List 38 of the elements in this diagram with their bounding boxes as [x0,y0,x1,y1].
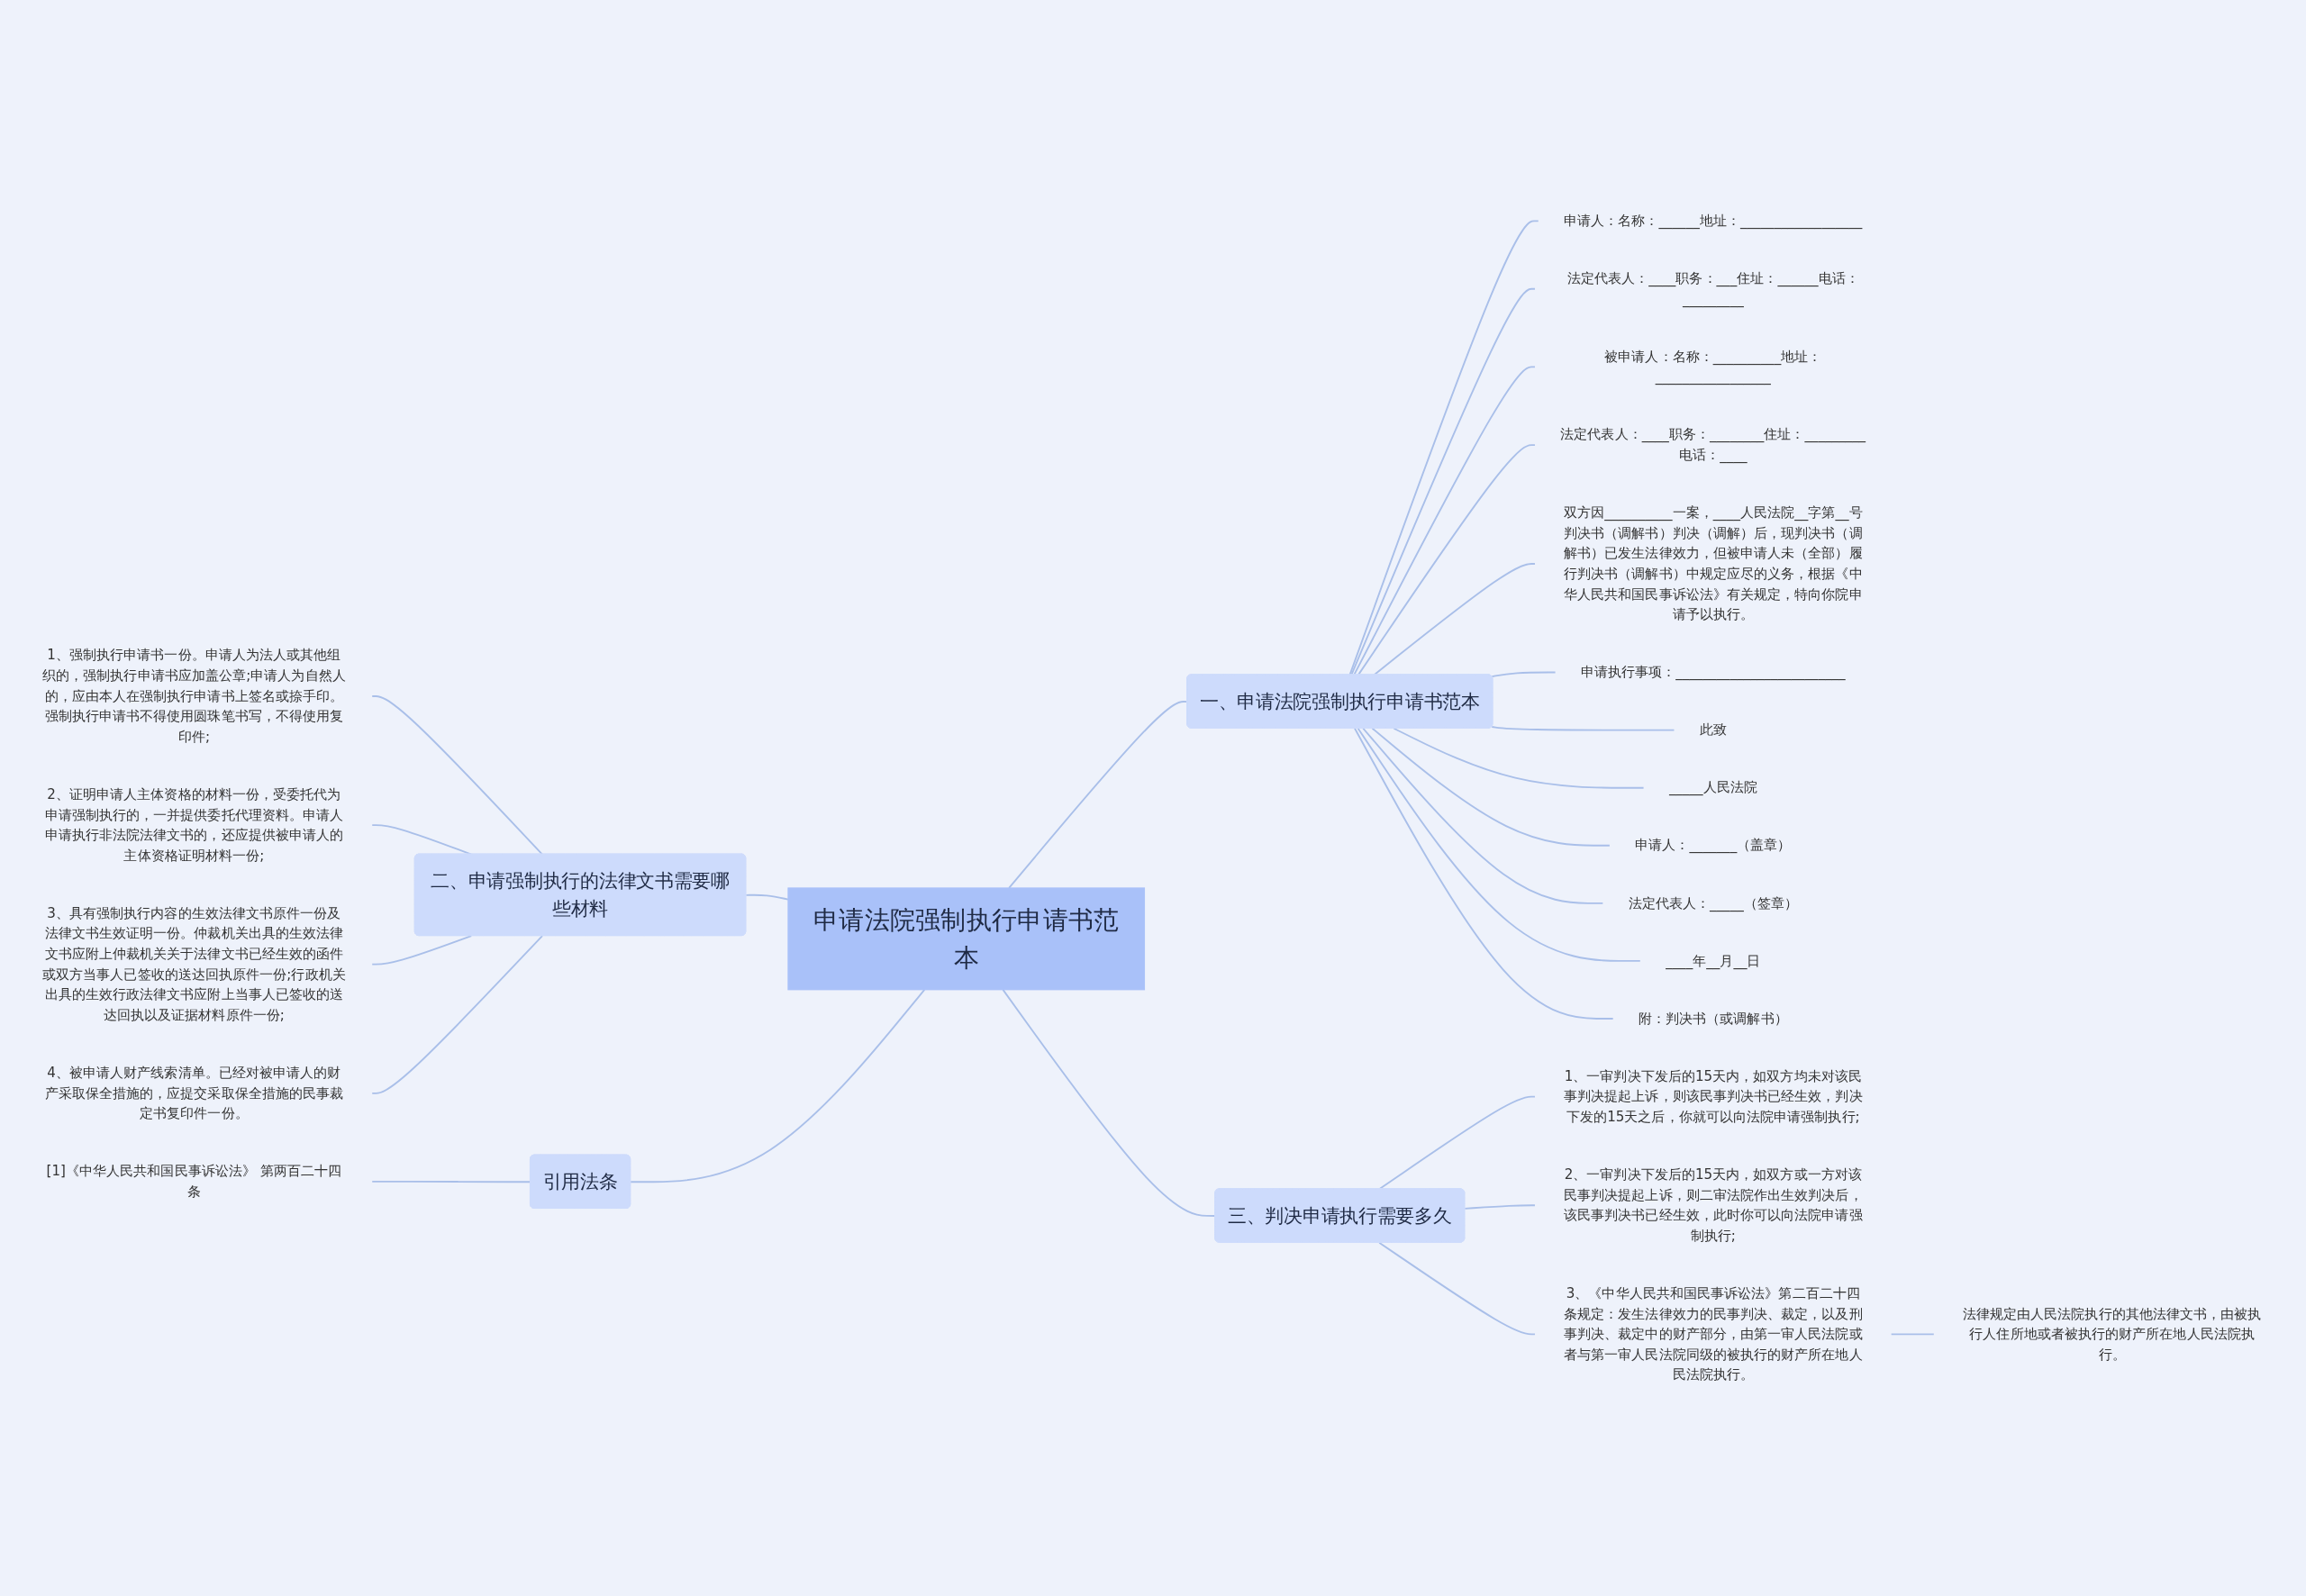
node-text: 法定代表人：____职务：________住址：_________电话：____ [1560,426,1866,463]
node-text: 4、被申请人财产线索清单。已经对被申请人的财产采取保全措施的，应提交采取保全措施的民事裁定书复印件一份。 [44,1064,344,1121]
connector [1362,727,1604,904]
connector [1371,727,1611,847]
connector [371,695,543,856]
node-text: 1、一审判决下发后的15天内，如双方均未对该民事判决提起上诉，则该民事判决书已经生效，判决下发的15天之后，你就可以向法院申请强制执行; [1563,1067,1863,1125]
connector [1354,727,1614,1020]
connector [1378,1241,1536,1336]
node-text: 2、证明申请人主体资格的材料一份，受委托代为申请强制执行的，一并提供委托代理资料。申请人申请执行非法院法律文书的，还应提供被申请人的主体资格证明材料一份; [44,785,344,864]
connector [745,893,789,901]
connector [1393,727,1645,789]
node-text: 申请人：名称：______地址：__________________ [1563,212,1863,229]
node-text: [1]《中华人民共和国民事诉讼法》 第两百二十四条 [46,1163,342,1200]
node-text: 2、一审判决下发后的15天内，如双方或一方对该民事判决提起上诉，则二审法院作出生效判决后，该民事判决书已经生效，此时你可以向法院申请强制执行; [1563,1165,1863,1244]
node-text: 3、具有强制执行内容的生效法律文书原件一份及法律文书生效证明一份。仲裁机关出具的生效法律文书应附上仲裁机关关于法律文书已经生效的函件或双方当事人已签收的送达回执原件一份;行政机关出具的生效行政法律文书应附上当事人已签收的送达回执以及证据材料原件一份; [42,904,346,1023]
connector [371,935,473,966]
node-text: _____人民法院 [1668,779,1757,796]
node-text: ____年__月__日 [1666,952,1761,969]
node-text: 1、强制执行申请书一份。申请人为法人或其他组织的，强制执行申请书应加盖公章;申请人为自然人的，应由本人在强制执行申请书上签名或捺手印。强制执行申请书不得使用圆珠笔书写，不得使用复印件; [42,647,346,745]
node-text: 法定代表人：_____（签章） [1628,894,1799,911]
node-text: 法律规定由人民法院执行的其他法律文书，由被执行人住所地或者被执行的财产所在地人民法院执行。 [1962,1305,2262,1363]
node-text: 被申请人：名称：__________地址：_________________ [1604,348,1822,385]
node-text: 申请人：_______（盖章） [1635,837,1792,854]
connector [1464,1204,1536,1210]
connector [371,935,543,1094]
connector [630,989,926,1183]
node-text: 法定代表人：____职务：___住址：______电话：_________ [1566,269,1859,307]
connector [1357,727,1641,962]
node-text: 双方因__________一案，____人民法院__字第__号判决书（调解书）判决（调解）后，现判决书（调解书）已发生法律效力，但被申请人未（全部）履行判决书（调解书）中规定应尽的义务，根据《中华人民共和国民事诉讼法》有关规定，特向你院申请予以执行。 [1563,504,1863,622]
connector [371,1180,531,1183]
connector [1491,726,1675,731]
node-box: 申请法院强制执行申请书范本 [787,887,1146,991]
connector [1491,671,1557,678]
node-text: 此致 [1699,721,1727,739]
node-text: 申请执行事项：_________________________ [1580,664,1846,681]
connector [1890,1333,1935,1336]
node-text: 3、《中华人民共和国民事诉讼法》第二百二十四条规定：发生法律效力的民事判决、裁定，以及刑事判决、裁定中的财产部分，由第一审人民法院或者与第一审人民法院同级的被执行的财产所在地人民法院执行。 [1563,1284,1863,1383]
node-text: 附：判决书（或调解书） [1638,1010,1788,1027]
